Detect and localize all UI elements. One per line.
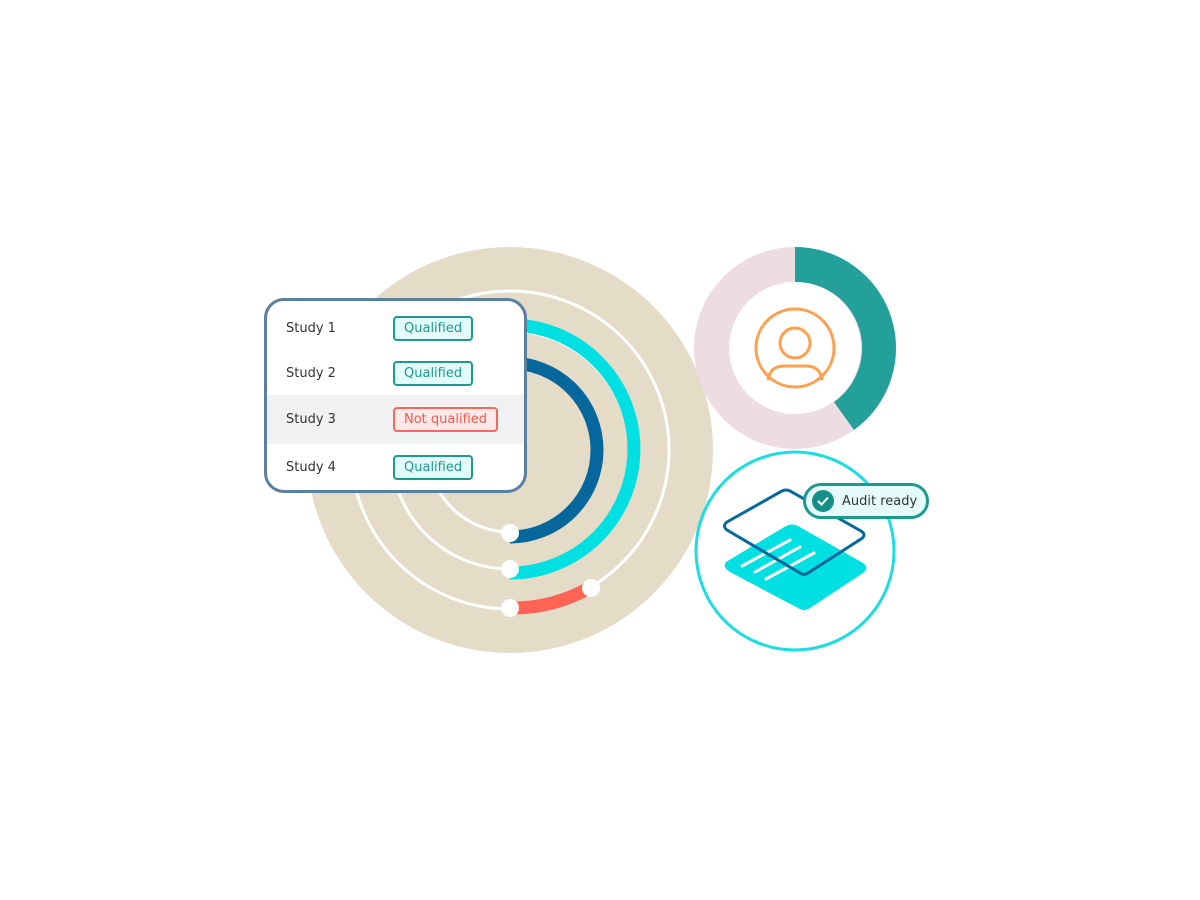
study-name: Study 2 [286,366,336,381]
status-badge: Qualified [393,361,474,386]
document-icon [723,488,867,610]
status-badge: Not qualified [393,407,499,432]
study-name: Study 4 [286,460,336,475]
status-badge: Qualified [393,316,474,341]
status-badge: Qualified [393,455,474,480]
table-row: Study 2 Qualified [267,350,524,397]
study-name: Study 3 [286,412,336,427]
cyan-handle [501,560,519,578]
audit-ready-badge: Audit ready [803,483,929,519]
check-circle-icon [812,490,834,512]
study-name: Study 1 [286,321,336,336]
study-table-card: Study 1 Qualified Study 2 Qualified Stud… [264,298,527,493]
donut-fill [795,246,897,430]
red-handle-end [582,579,600,597]
navy-handle [501,524,519,542]
red-handle-start [501,599,519,617]
user-icon [754,307,836,389]
audit-circle [694,450,896,652]
table-row: Study 1 Qualified [267,305,524,352]
table-row: Study 4 Qualified [267,444,524,490]
navy-arc [509,356,604,544]
audit-ready-label: Audit ready [842,493,918,509]
table-row: Study 3 Not qualified [267,395,524,444]
cyan-arc [509,318,641,580]
